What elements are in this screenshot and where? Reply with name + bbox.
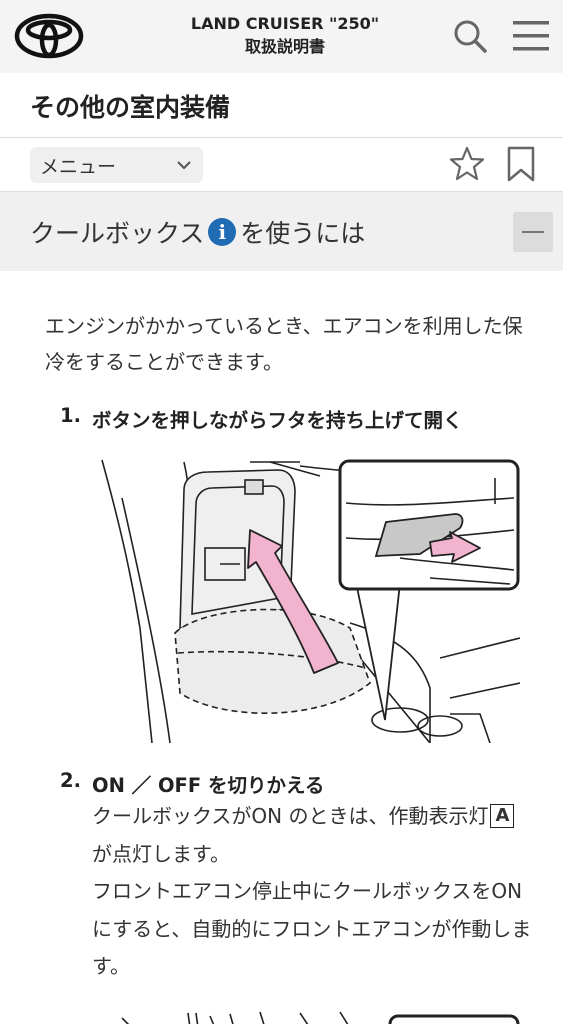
favorite-button[interactable] [448, 145, 486, 183]
top-bar: LAND CRUISER "250" 取扱説明書 [0, 0, 563, 73]
indicator-a-label: A [490, 804, 515, 828]
app-title-line2: 取扱説明書 [244, 37, 325, 56]
step-body-text: クールボックスがON のときは、作動表示灯 [92, 804, 489, 828]
section-title-text: クールボックス [30, 219, 205, 248]
hamburger-icon [513, 21, 549, 51]
search-icon [454, 20, 487, 53]
info-icon[interactable]: i [208, 218, 237, 246]
search-button[interactable] [450, 16, 490, 56]
star-icon [449, 146, 485, 181]
section-title-suffix: を使うには [240, 219, 366, 248]
menu-dropdown[interactable]: メニュー [30, 147, 203, 183]
intro-text: エンジンがかかっているとき、エアコンを利用した保冷をすることができます。 [45, 314, 523, 374]
step-body-text: が点灯します。 [92, 841, 230, 866]
collapse-button[interactable] [513, 212, 553, 252]
step-heading: ON ／ OFF を切りかえる [92, 774, 325, 797]
section-title: クールボックス i を使うには [30, 214, 365, 250]
step-number: 1. [60, 404, 81, 427]
switch-illustration [121, 1011, 520, 1024]
toyota-logo[interactable] [14, 13, 84, 59]
menu-dropdown-label: メニュー [40, 155, 117, 178]
chevron-down-icon [177, 161, 191, 170]
divider [0, 137, 563, 138]
page-title: その他の室内装備 [30, 93, 231, 122]
app-title-line1: LAND CRUISER "250" [190, 14, 380, 33]
bookmark-icon [507, 146, 535, 182]
step-body-paragraph: フロントエアコン停止中にクールボックスをON にすると、自動的にフロントエアコン… [92, 879, 532, 978]
minus-icon [522, 231, 544, 233]
divider [0, 191, 563, 192]
bookmark-button[interactable] [502, 145, 540, 183]
section-header[interactable]: クールボックス i を使うには [0, 192, 563, 271]
step-number: 2. [60, 769, 81, 792]
step-heading: ボタンを押しながらフタを持ち上げて開く [92, 409, 463, 432]
app-title: LAND CRUISER "250" 取扱説明書 [140, 12, 430, 58]
hamburger-menu-button[interactable] [510, 16, 552, 56]
cool-box-illustration [101, 459, 520, 743]
